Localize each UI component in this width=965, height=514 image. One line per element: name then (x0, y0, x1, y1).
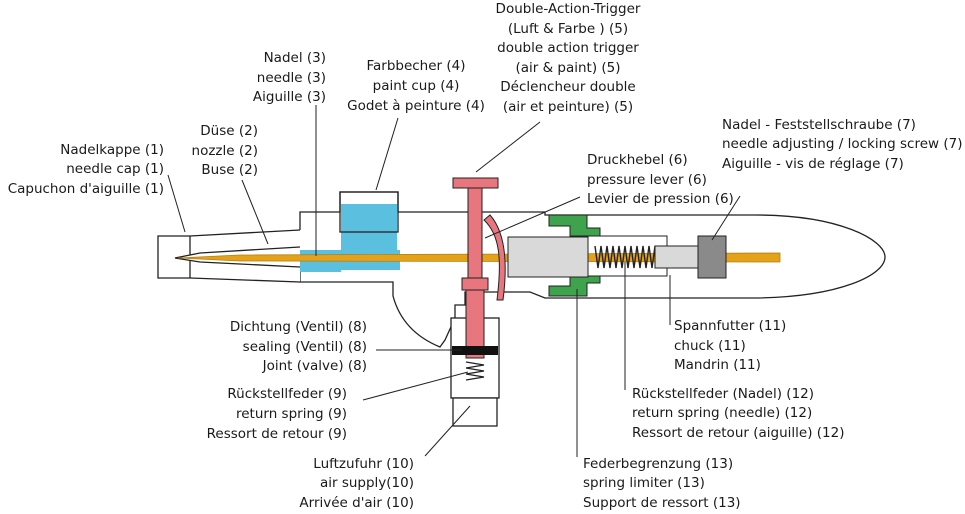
label-pressure-lever-en: pressure lever (6) (587, 172, 707, 188)
label-locking-screw-fr: Aiguille - vis de réglage (7) (722, 156, 904, 172)
label-nozzle-de: Düse (2) (200, 123, 258, 139)
valve-spring-part (465, 361, 485, 381)
paint-cup-outline (339, 191, 399, 233)
label-pressure-lever-de: Druckhebel (6) (587, 152, 688, 168)
label-trigger-en-sub: (air & paint) (5) (515, 60, 620, 76)
label-paint-cup-fr: Godet à peinture (4) (347, 98, 485, 114)
label-air-supply-de: Luftzufuhr (10) (313, 456, 414, 472)
label-spring-limiter-fr: Support de ressort (13) (583, 495, 741, 511)
label-spring-limiter-en: spring limiter (13) (583, 475, 705, 491)
label-needle-spring-fr: Ressort de retour (aiguille) (12) (632, 425, 844, 441)
label-needle-de: Nadel (3) (264, 50, 326, 66)
spring-rod (654, 245, 701, 269)
needle-spring-part (594, 245, 656, 269)
label-sealing-fr: Joint (valve) (8) (262, 358, 367, 374)
label-needle-cap-en: needle cap (1) (66, 161, 164, 177)
label-pressure-lever-fr: Levier de pression (6) (587, 191, 734, 207)
label-chuck-en: chuck (11) (674, 338, 746, 354)
label-locking-screw-en: needle adjusting / locking screw (7) (722, 136, 962, 152)
label-air-supply-en: air supply(10) (320, 475, 414, 491)
label-nozzle-fr: Buse (2) (201, 162, 258, 178)
label-paint-cup-de: Farbbecher (4) (366, 58, 465, 74)
label-trigger-en: double action trigger (497, 40, 639, 56)
chuck-part (507, 236, 589, 278)
label-return-spring-en: return spring (9) (236, 406, 347, 422)
label-spring-limiter-de: Federbegrenzung (13) (583, 456, 733, 472)
label-needle-spring-de: Rückstellfeder (Nadel) (12) (632, 386, 814, 402)
label-sealing-de: Dichtung (Ventil) (8) (230, 319, 367, 335)
label-air-supply-fr: Arrivée d'air (10) (299, 495, 414, 511)
label-trigger-de-sub: (Luft & Farbe ) (5) (508, 21, 628, 37)
label-paint-cup-en: paint cup (4) (373, 78, 460, 94)
label-nozzle-en: nozzle (2) (192, 143, 258, 159)
label-trigger-fr-sub: (air et peinture) (5) (503, 99, 633, 115)
leader-lines (167, 105, 741, 457)
label-needle-cap-fr: Capuchon d'aiguille (1) (8, 181, 164, 197)
label-trigger-de: Double-Action-Trigger (496, 1, 641, 17)
air-inlet (452, 397, 498, 427)
label-trigger-fr: Déclencheur double (500, 79, 635, 95)
label-needle-cap-de: Nadelkappe (1) (60, 142, 164, 158)
label-chuck-de: Spannfutter (11) (674, 318, 786, 334)
label-needle-spring-en: return spring (needle) (12) (632, 405, 812, 421)
label-needle-fr: Aiguille (3) (253, 89, 326, 105)
label-locking-screw-de: Nadel - Feststellschraube (7) (722, 117, 916, 133)
pressure-lever-part (483, 214, 506, 301)
sealing-part (452, 346, 498, 355)
label-chuck-fr: Mandrin (11) (674, 357, 761, 373)
locking-screw-part (697, 235, 727, 279)
label-needle-en: needle (3) (257, 70, 326, 86)
label-sealing-en: sealing (Ventil) (8) (243, 339, 367, 355)
trigger-part (452, 177, 499, 359)
label-return-spring-de: Rückstellfeder (9) (227, 386, 347, 402)
label-return-spring-fr: Ressort de retour (9) (207, 426, 347, 442)
